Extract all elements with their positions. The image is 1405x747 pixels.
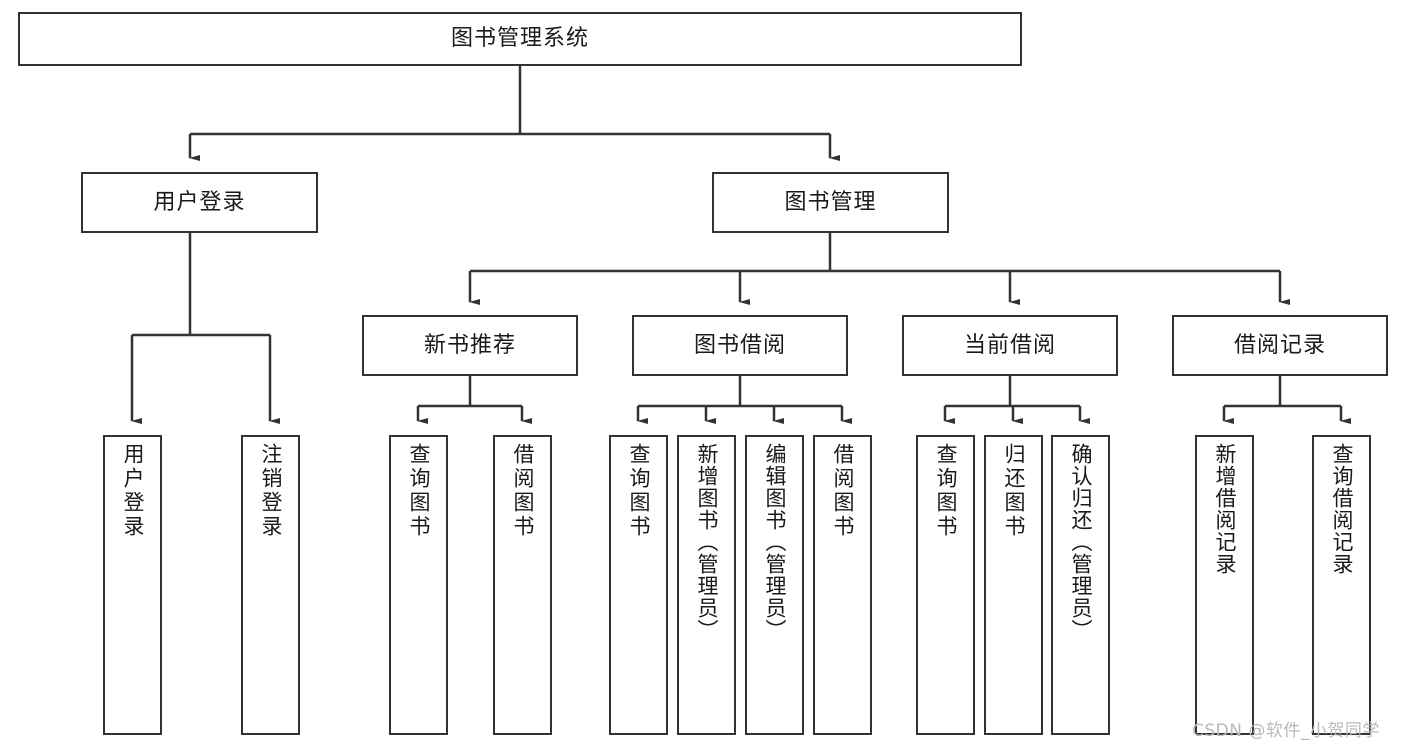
leaf-edit-book-admin[interactable]: 编辑图书（管理员）	[745, 435, 804, 735]
leaf-logout-label: 注销登录	[259, 443, 284, 539]
leaf-borrow-book-label: 借阅图书	[831, 443, 856, 539]
leaf-current-query-book[interactable]: 查询图书	[916, 435, 975, 735]
leaf-return-book-label: 归还图书	[1002, 443, 1027, 539]
leaf-recommend-borrow-book-label: 借阅图书	[511, 443, 536, 539]
leaf-current-query-book-label: 查询图书	[934, 443, 959, 539]
leaf-confirm-return-admin[interactable]: 确认归还（管理员）	[1051, 435, 1110, 735]
node-book-borrow-label: 图书借阅	[693, 332, 786, 358]
node-current-borrow[interactable]: 当前借阅	[902, 315, 1118, 376]
leaf-add-book-admin[interactable]: 新增图书（管理员）	[677, 435, 736, 735]
watermark: CSDN @软件_小贺同学	[1192, 721, 1380, 741]
node-root[interactable]: 图书管理系统	[18, 12, 1022, 66]
node-borrow-record[interactable]: 借阅记录	[1172, 315, 1388, 376]
leaf-recommend-query-book-label: 查询图书	[407, 443, 432, 539]
leaf-return-book[interactable]: 归还图书	[984, 435, 1043, 735]
node-user-login-label: 用户登录	[153, 189, 246, 215]
leaf-query-borrow-record-label: 查询借阅记录	[1330, 443, 1355, 575]
leaf-add-borrow-record-label: 新增借阅记录	[1213, 443, 1238, 575]
node-root-label: 图书管理系统	[450, 26, 589, 52]
leaf-recommend-borrow-book[interactable]: 借阅图书	[493, 435, 552, 735]
leaf-recommend-query-book[interactable]: 查询图书	[389, 435, 448, 735]
leaf-confirm-return-admin-label: 确认归还（管理员）	[1069, 443, 1094, 641]
leaf-borrow-query-book-label: 查询图书	[627, 443, 652, 539]
leaf-add-book-admin-label: 新增图书（管理员）	[695, 443, 720, 641]
leaf-logout[interactable]: 注销登录	[241, 435, 300, 735]
node-book-management[interactable]: 图书管理	[712, 172, 949, 233]
leaf-user-login[interactable]: 用户登录	[103, 435, 162, 735]
leaf-edit-book-admin-label: 编辑图书（管理员）	[763, 443, 788, 641]
node-new-book-recommend-label: 新书推荐	[423, 332, 516, 358]
leaf-add-borrow-record[interactable]: 新增借阅记录	[1195, 435, 1254, 735]
leaf-user-login-label: 用户登录	[121, 443, 146, 539]
node-book-borrow[interactable]: 图书借阅	[632, 315, 848, 376]
node-current-borrow-label: 当前借阅	[963, 332, 1056, 358]
leaf-borrow-query-book[interactable]: 查询图书	[609, 435, 668, 735]
leaf-query-borrow-record[interactable]: 查询借阅记录	[1312, 435, 1371, 735]
node-user-login[interactable]: 用户登录	[81, 172, 318, 233]
node-book-management-label: 图书管理	[784, 189, 877, 215]
node-borrow-record-label: 借阅记录	[1233, 332, 1326, 358]
node-new-book-recommend[interactable]: 新书推荐	[362, 315, 578, 376]
leaf-borrow-book[interactable]: 借阅图书	[813, 435, 872, 735]
